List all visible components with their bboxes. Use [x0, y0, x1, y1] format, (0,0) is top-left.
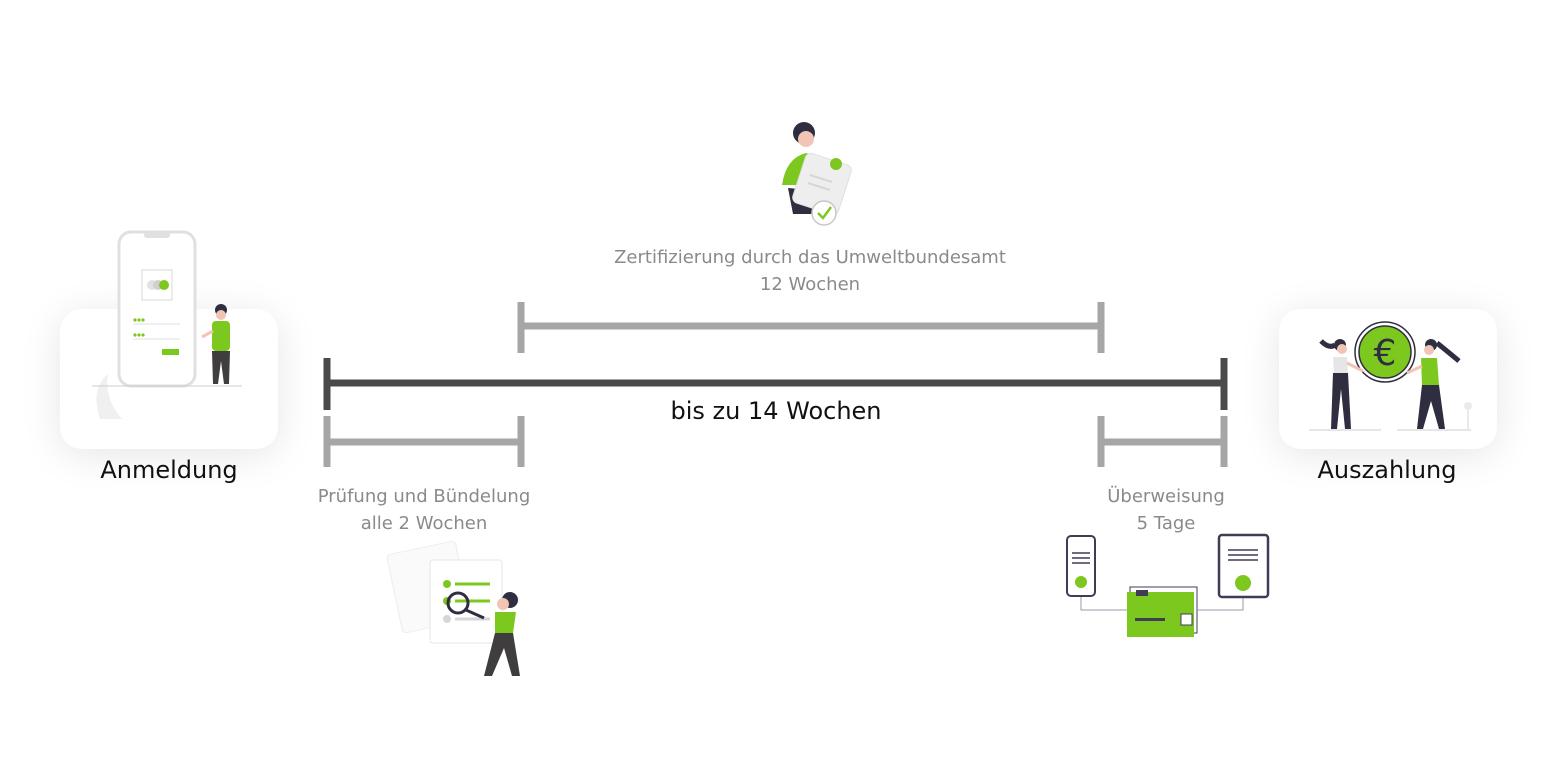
total-duration-label: bis zu 14 Wochen	[670, 397, 882, 425]
euro-symbol: €	[1374, 333, 1397, 374]
certification-stage-duration: 12 Wochen	[759, 274, 861, 295]
review-stage-bar	[323, 416, 525, 467]
transfer-stage-title: Überweisung	[1107, 486, 1225, 507]
certification-stage-label: Zertifizierung durch das Umweltbundesamt…	[560, 244, 1060, 298]
woman-with-magnifier-icon	[386, 540, 520, 676]
review-stage-duration: alle 2 Wochen	[360, 513, 488, 534]
payout-label: Auszahlung	[1317, 456, 1457, 484]
total-duration-bar	[323, 358, 1228, 410]
certification-stage-bar	[517, 302, 1105, 353]
signup-card	[60, 230, 278, 449]
man-with-phone-icon	[92, 230, 242, 419]
review-stage-title: Prüfung und Bündelung	[317, 486, 531, 507]
transfer-stage-label: Überweisung 5 Tage	[1066, 483, 1266, 537]
transfer-stage-duration: 5 Tage	[1136, 513, 1196, 534]
woman-with-certified-document-icon	[782, 122, 852, 226]
review-stage-label: Prüfung und Bündelung alle 2 Wochen	[274, 483, 574, 537]
bank-transfer-icon	[1066, 533, 1270, 637]
signup-label: Anmeldung	[100, 456, 238, 484]
payout-card: €	[1279, 309, 1497, 449]
two-women-with-euro-coin-icon: €	[1309, 321, 1472, 431]
certification-stage-title: Zertifizierung durch das Umweltbundesamt	[614, 247, 1006, 268]
transfer-stage-bar	[1097, 416, 1228, 467]
